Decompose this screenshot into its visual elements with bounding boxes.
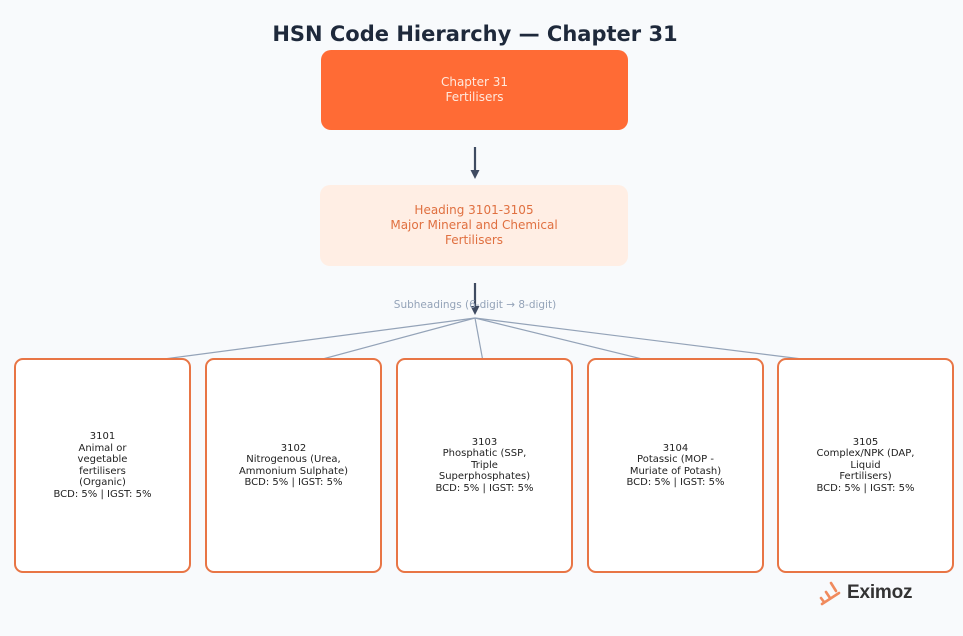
subheading-desc: Ammonium Sulphate) xyxy=(238,465,349,477)
subheading-desc: Complex/NPK (DAP, xyxy=(816,448,915,460)
subheading-desc: fertilisers xyxy=(79,465,126,477)
heading-name-line2: Fertilisers xyxy=(444,233,504,247)
brand-name: Eximoz xyxy=(847,582,913,603)
subheading-node-3102: 3102 Nitrogenous (Urea, Ammonium Sulphat… xyxy=(205,358,382,573)
subheading-code: 3102 xyxy=(280,442,307,454)
subheading-duty: BCD: 5% | IGST: 5% xyxy=(244,477,343,488)
subheading-code: 3105 xyxy=(852,436,879,448)
subheading-node-3101: 3101 Animal or vegetable fertilisers (Or… xyxy=(14,358,191,573)
subheading-desc: (Organic) xyxy=(79,477,126,488)
subheading-duty: BCD: 5% | IGST: 5% xyxy=(626,477,725,488)
subheadings-label: Subheadings (6-digit → 8-digit) xyxy=(393,299,557,311)
subheading-node-3105: 3105 Complex/NPK (DAP, Liquid Fertiliser… xyxy=(777,358,954,573)
subheading-desc: Liquid xyxy=(850,459,881,471)
subheading-desc: Nitrogenous (Urea, xyxy=(246,454,341,465)
eximoz-logo-icon xyxy=(819,581,841,606)
heading-name-line1: Major Mineral and Chemical xyxy=(390,218,558,232)
subheading-desc: Animal or xyxy=(78,442,127,454)
subheading-desc: Triple xyxy=(471,459,498,471)
arrow-heading-to-subheadings xyxy=(470,283,480,315)
subheading-desc: Superphosphates) xyxy=(438,471,531,483)
subheading-node-3103: 3103 Phosphatic (SSP, Triple Superphosph… xyxy=(396,358,573,573)
chapter-name: Fertilisers xyxy=(445,90,504,104)
subheading-desc: vegetable xyxy=(77,454,128,465)
subheading-desc: Fertilisers) xyxy=(839,471,892,483)
chapter-node: Chapter 31 Fertilisers xyxy=(321,50,628,130)
subheading-code: 3104 xyxy=(662,442,689,454)
chapter-code: Chapter 31 xyxy=(440,75,509,89)
subheading-code: 3101 xyxy=(89,431,116,442)
arrow-chapter-to-heading xyxy=(470,147,480,179)
subheading-desc: Muriate of Potash) xyxy=(629,465,722,477)
subheading-node-3104: 3104 Potassic (MOP - Muriate of Potash) … xyxy=(587,358,764,573)
subheading-duty: BCD: 5% | IGST: 5% xyxy=(435,482,534,494)
subheading-code: 3103 xyxy=(471,436,498,448)
subheading-desc: Potassic (MOP - xyxy=(637,454,714,465)
subheading-duty: BCD: 5% | IGST: 5% xyxy=(53,488,152,500)
subheading-desc: Phosphatic (SSP, xyxy=(442,448,527,460)
heading-node: Heading 3101-3105 Major Mineral and Chem… xyxy=(320,185,628,266)
diagram-title: HSN Code Hierarchy — Chapter 31 xyxy=(272,22,678,46)
heading-range: Heading 3101-3105 xyxy=(414,203,534,217)
brand-logo: Eximoz xyxy=(819,580,913,606)
subheading-duty: BCD: 5% | IGST: 5% xyxy=(816,482,915,494)
